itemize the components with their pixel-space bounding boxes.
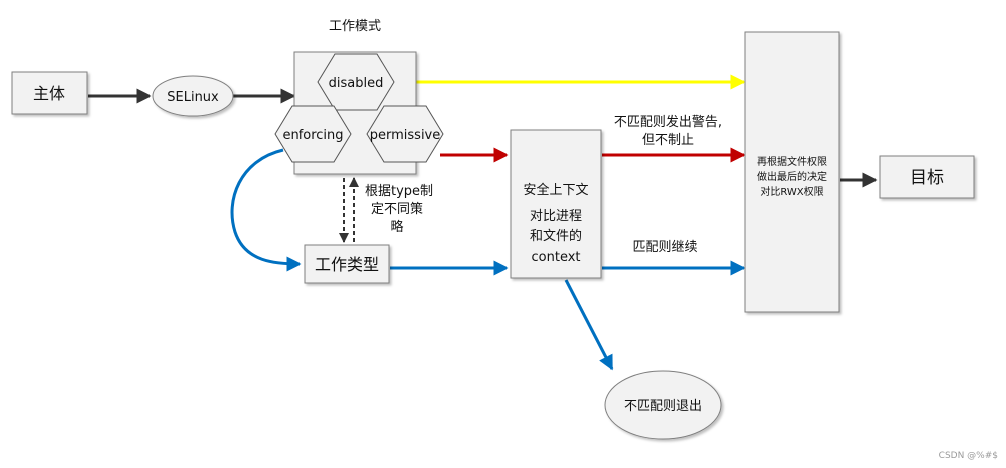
context-box — [510, 129, 602, 279]
selinux-ellipse — [152, 75, 234, 117]
policy-label-line1: 根据type制 — [365, 184, 433, 199]
decision-line2: 做出最后的决定 — [757, 170, 827, 183]
mode-permissive-hexagon — [366, 105, 444, 163]
decision-box — [744, 31, 840, 313]
subject-label: 主体 — [33, 84, 65, 103]
warn-label-line1: 不匹配则发出警告, — [614, 114, 722, 130]
policy-label-line3: 略 — [390, 219, 403, 235]
context-line4: context — [532, 250, 581, 265]
context-line3: 和文件的 — [530, 228, 582, 244]
context-line1: 安全上下文 — [523, 182, 588, 198]
selinux-label: SELinux — [167, 90, 219, 105]
exit-label: 不匹配则退出 — [624, 399, 702, 414]
decision-line3: 对比RWX权限 — [760, 185, 823, 198]
arrow-context-to-exit — [564, 279, 614, 371]
exit-ellipse — [604, 370, 722, 440]
decision-line1: 再根据文件权限 — [757, 155, 827, 168]
mode-enforcing-label: enforcing — [282, 128, 343, 143]
target-label: 目标 — [910, 168, 944, 188]
subject-box — [11, 71, 88, 115]
mode-permissive-label: permissive — [370, 128, 441, 143]
warn-label-line2: 但不制止 — [642, 133, 694, 148]
match-continue-label: 匹配则继续 — [632, 240, 697, 255]
mode-enforcing-hexagon — [274, 105, 352, 163]
work-type-box — [304, 244, 390, 284]
work-mode-title: 工作模式 — [329, 19, 381, 34]
context-line2: 对比进程 — [530, 209, 582, 224]
target-box — [879, 155, 975, 199]
policy-label-line2: 定不同策 — [371, 201, 423, 217]
arrow-enforcing-to-worktype — [230, 148, 302, 272]
mode-disabled-label: disabled — [329, 76, 384, 91]
watermark: CSDN @%#$ — [939, 451, 998, 461]
work-type-label: 工作类型 — [315, 255, 379, 274]
mode-disabled-hexagon — [317, 53, 395, 111]
